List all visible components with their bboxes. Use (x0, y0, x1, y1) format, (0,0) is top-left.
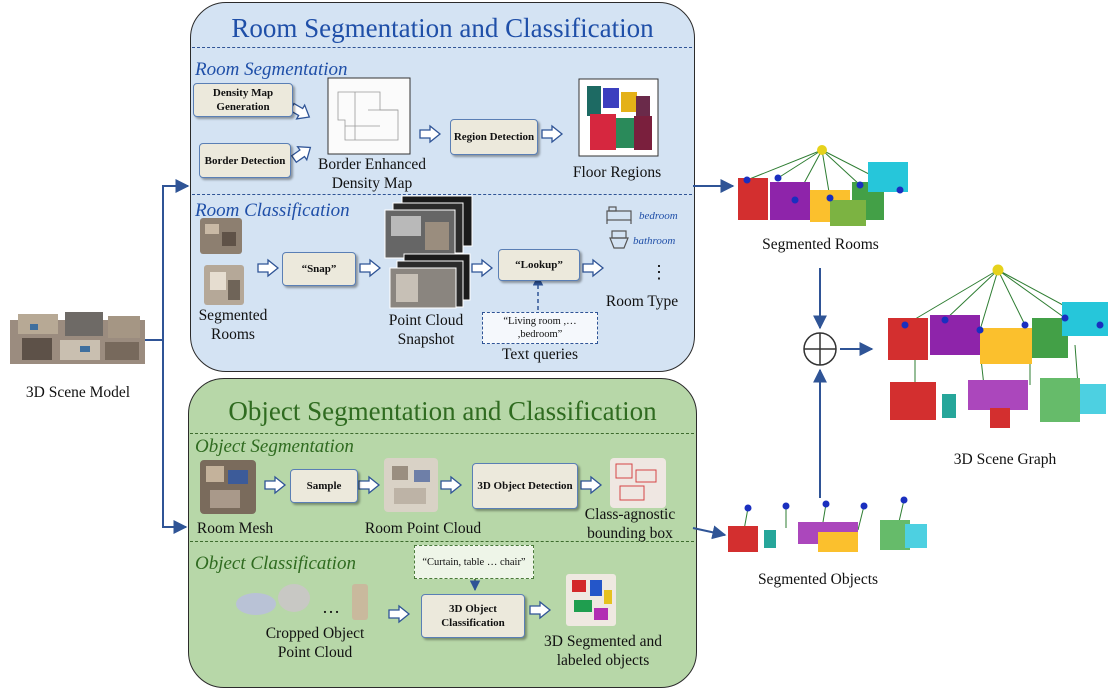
segmented-rooms-small-label: Segmented Rooms (198, 307, 268, 343)
toilet-icon (609, 230, 629, 249)
block-arrows (257, 102, 605, 624)
object-query-box: “Curtain, table … chair” (414, 545, 534, 579)
room-point-cloud-label: Room Point Cloud (364, 520, 482, 537)
room-type-label: Room Type (605, 293, 679, 310)
room-segmentation-heading: Room Segmentation (195, 59, 348, 80)
region-detection-box: Region Detection (450, 119, 538, 155)
room-title-divider (192, 47, 692, 48)
room-panel: Room Segmentation and Classification (190, 2, 695, 372)
room-type-dots: ⋮ (650, 262, 668, 282)
bedroom-label: bedroom (639, 210, 678, 222)
text-queries-label: Text queries (502, 346, 578, 363)
labeled-objects-label: 3D Segmented and labeled objects (544, 633, 662, 669)
segmented-rooms-right-label: Segmented Rooms (762, 236, 879, 253)
room-panel-title: Room Segmentation and Classification (231, 13, 654, 43)
object-detection-box: 3D Object Detection (472, 463, 578, 509)
bed-icon (606, 206, 632, 224)
bounding-box-label: Class-agnostic bounding box (584, 506, 676, 542)
object-section-divider (190, 541, 694, 542)
sample-box: Sample (290, 469, 358, 503)
room-classification-heading: Room Classification (195, 200, 350, 221)
cropped-ellipsis: … (322, 597, 340, 617)
scene-graph-label: 3D Scene Graph (953, 451, 1057, 468)
object-segmentation-heading: Object Segmentation (195, 436, 354, 457)
object-classification-box: 3D Object Classification (421, 594, 525, 638)
object-panel-title: Object Segmentation and Classification (228, 396, 657, 426)
density-map-label: Border Enhanced Density Map (317, 156, 427, 192)
snap-box: “Snap” (282, 252, 356, 286)
border-detection-box: Border Detection (199, 143, 291, 178)
floor-regions-label: Floor Regions (572, 164, 662, 181)
bathroom-label: bathroom (633, 235, 676, 247)
object-classification-heading: Object Classification (195, 553, 356, 574)
object-title-divider (190, 433, 694, 434)
combine-node (803, 332, 837, 366)
density-map-generation-box: Density Map Generation (193, 83, 293, 117)
cropped-objects-label: Cropped Object Point Cloud (265, 625, 365, 661)
text-query-box: “Living room ,… ,bedroom” (482, 312, 598, 344)
segmented-objects-label: Segmented Objects (757, 571, 879, 588)
lookup-box: “Lookup” (498, 249, 580, 281)
room-mesh-label: Room Mesh (196, 520, 274, 537)
room-section-divider (192, 194, 692, 195)
scene-model-label: 3D Scene Model (25, 384, 131, 401)
snapshot-label: Point Cloud Snapshot (388, 312, 464, 348)
